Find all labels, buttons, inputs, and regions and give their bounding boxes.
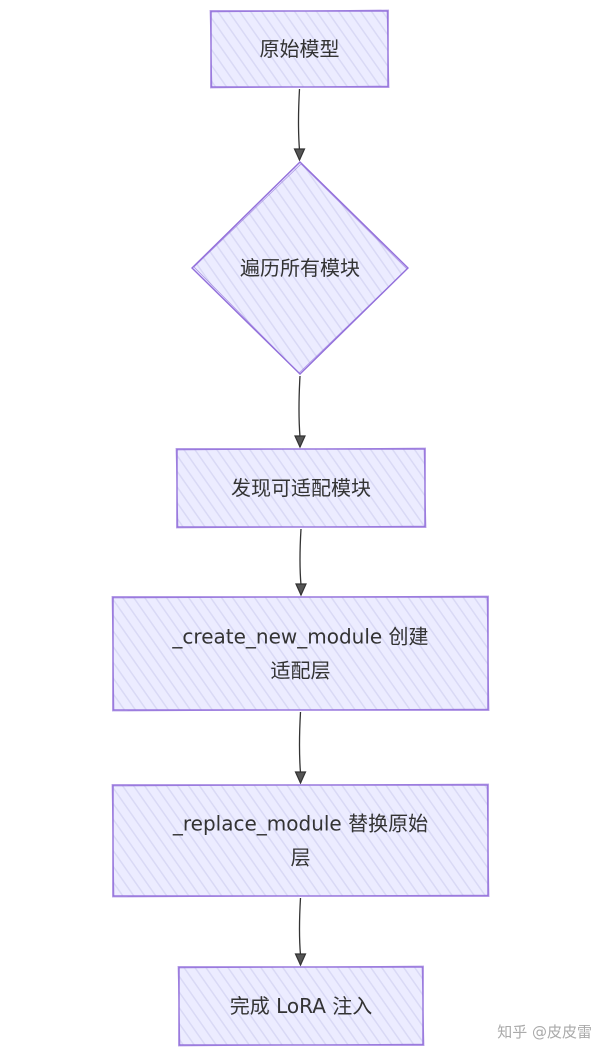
edge-n2-n3 (294, 375, 306, 449)
arrowhead-icon (294, 953, 307, 967)
node-border (191, 161, 409, 375)
arrowhead-icon (293, 148, 306, 162)
node-label: 发现可适配模块 (231, 476, 371, 500)
edge-n3-n4 (295, 528, 307, 597)
arrowhead-icon (295, 583, 307, 597)
node-label: _replace_module 替换原始 (172, 812, 428, 836)
node-fill (179, 967, 423, 1045)
node-label: 遍历所有模块 (240, 256, 360, 280)
watermark: 知乎 @皮皮雷 (497, 1023, 592, 1041)
node-label: 适配层 (271, 659, 331, 683)
node-fill (113, 597, 488, 710)
node-n1: 原始模型 (209, 9, 390, 89)
arrowhead-icon (294, 771, 307, 785)
node-label: _create_new_module 创建 (171, 625, 428, 649)
node-n6: 完成 LoRA 注入 (177, 965, 425, 1047)
edge-n5-n6 (294, 897, 307, 967)
node-fill (211, 11, 388, 87)
node-label: 原始模型 (260, 37, 340, 61)
node-fill (177, 449, 425, 527)
node-n3: 发现可适配模块 (175, 447, 427, 529)
edge-n4-n5 (294, 711, 307, 785)
node-n2: 遍历所有模块 (191, 161, 409, 375)
arrowhead-icon (294, 435, 306, 449)
edge-n1-n2 (293, 88, 306, 162)
node-label: 层 (291, 846, 311, 870)
node-fill (113, 785, 488, 896)
edges-layer (293, 88, 307, 967)
node-label: 完成 LoRA 注入 (230, 994, 373, 1018)
